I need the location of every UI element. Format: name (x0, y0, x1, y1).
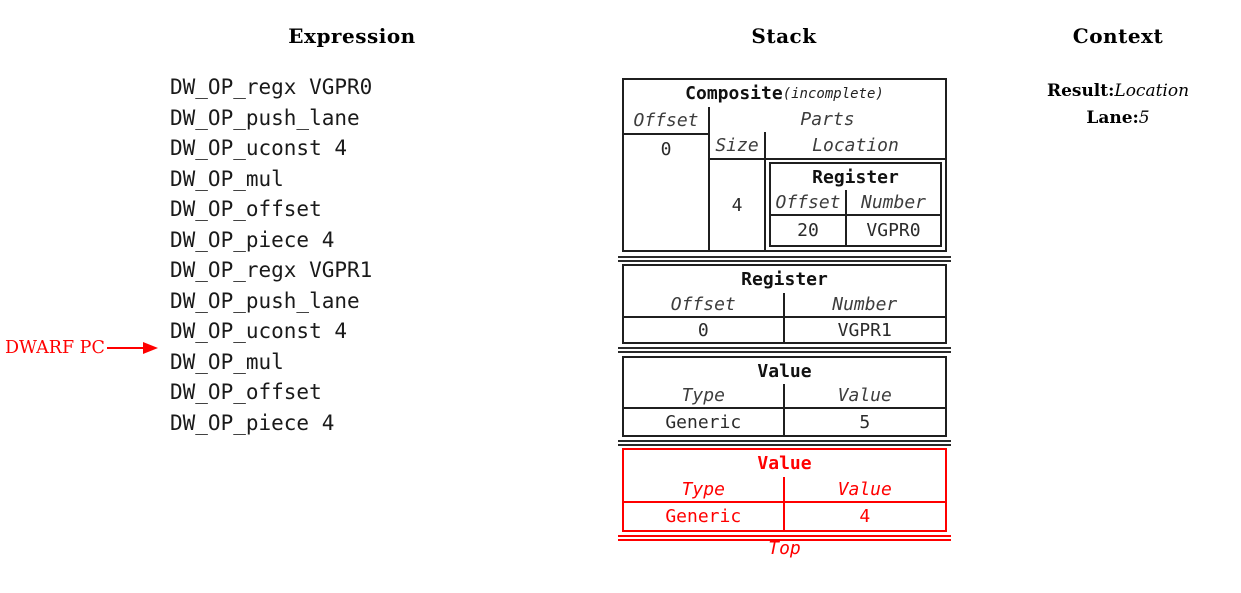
value-title: Value (757, 360, 812, 382)
context-lane-label: Lane: (1086, 108, 1139, 128)
nested-register-value-row: 20 VGPR0 (771, 216, 940, 245)
context-column-header: Context (1072, 24, 1164, 48)
stack-separator (618, 347, 951, 353)
expression-op: DW_OP_piece 4 (170, 411, 335, 436)
stack-separator (618, 440, 951, 446)
context-result-value: Location (1114, 81, 1190, 101)
nested-register-title: Register (812, 166, 899, 188)
nested-register-table: Register Offset Number 20 VGPR0 (769, 162, 942, 247)
stack-separator-top (618, 535, 951, 541)
composite-title: Composite(incomplete) (624, 80, 945, 107)
value-type-header: Type (624, 384, 785, 407)
register-number-value: VGPR1 (837, 319, 892, 341)
expression-column-header: Expression (288, 24, 416, 48)
expression-op: DW_OP_push_lane (170, 105, 360, 130)
value-type-value: Generic (624, 409, 785, 435)
context-lane-line: Lane:5 (1008, 105, 1228, 132)
stack-separator (618, 256, 951, 262)
composite-parts-subheader: Size Location (710, 132, 945, 160)
composite-location-cell: Register Offset Number 20 VGPR0 (766, 160, 945, 250)
composite-title-text: Composite (685, 83, 783, 104)
composite-parts-column: Parts Size Location 4 Register Offset Nu… (710, 107, 945, 250)
composite-location-header: Location (812, 134, 899, 156)
value-value-row: Generic 5 (624, 409, 945, 435)
context-lane-value: 5 (1138, 108, 1150, 128)
register-number-header: Number (832, 294, 898, 315)
expression-op: DW_OP_uconst 4 (170, 136, 348, 161)
expression-op: DW_OP_offset (170, 197, 322, 222)
expression-op: DW_OP_regx VGPR0 (170, 75, 373, 99)
register-offset-header: Offset (624, 293, 785, 316)
value-top-value-header: Value (837, 478, 892, 500)
context-result-line: Result:Location (1008, 78, 1228, 105)
nested-register-header-row: Offset Number (771, 190, 940, 216)
context-result-label: Result: (1046, 81, 1115, 101)
nested-register-number-header: Number (860, 191, 927, 213)
value-top-title: Value (757, 453, 812, 474)
arrow-right-icon (142, 342, 158, 354)
composite-incomplete-flag: (incomplete) (782, 85, 884, 102)
dwarf-pc-arrow-line (106, 346, 143, 350)
composite-offset-header: Offset (624, 107, 708, 135)
expression-op-list: DW_OP_regx VGPR0 DW_OP_push_lane DW_OP_u… (170, 72, 372, 439)
expression-op: DW_OP_mul (170, 349, 284, 374)
dwarf-pc-label: DWARF PC (5, 338, 105, 358)
expression-op: DW_OP_offset (170, 380, 322, 405)
nested-register-offset-header: Offset (771, 190, 847, 214)
expression-op: DW_OP_piece 4 (170, 227, 335, 252)
composite-size-value: 4 (710, 160, 766, 250)
stack-top-label: Top (768, 538, 801, 559)
value-value-header: Value (837, 385, 892, 406)
value-top-type-header: Type (624, 477, 785, 501)
stack-entry-register: Register Offset Number 0 VGPR1 (622, 264, 947, 344)
composite-offset-value: 0 (660, 138, 672, 160)
dwarf-pc-pointer: DWARF PC (5, 337, 158, 359)
nested-register-offset-value: 20 (771, 216, 847, 245)
register-title: Register (741, 269, 828, 290)
value-top-value-row: Generic 4 (624, 503, 945, 530)
expression-op: DW_OP_mul (170, 166, 284, 191)
composite-offset-column: Offset 0 (624, 107, 710, 250)
composite-parts-header: Parts (800, 109, 855, 130)
expression-op: DW_OP_push_lane (170, 288, 360, 313)
register-offset-value: 0 (624, 318, 785, 342)
expression-op: DW_OP_regx VGPR1 (170, 258, 373, 283)
composite-part-row: 4 Register Offset Number 20 VGPR0 (710, 160, 945, 250)
register-header-row: Offset Number (624, 293, 945, 318)
composite-size-header: Size (710, 132, 766, 158)
stack-column-header: Stack (751, 24, 817, 48)
value-top-type-value: Generic (624, 503, 785, 530)
stack-entry-value-top: Value Type Value Generic 4 (622, 448, 947, 532)
context-block: Result:Location Lane:5 (1008, 78, 1228, 132)
expression-op: DW_OP_uconst 4 (170, 319, 348, 344)
value-top-header-row: Type Value (624, 477, 945, 503)
stack-entry-value: Value Type Value Generic 5 (622, 356, 947, 437)
value-value-value: 5 (859, 411, 871, 433)
value-top-value-value: 4 (859, 506, 871, 527)
nested-register-number-value: VGPR0 (866, 220, 921, 241)
value-header-row: Type Value (624, 384, 945, 409)
stack-entry-composite: Composite(incomplete) Offset 0 Parts Siz… (622, 78, 947, 252)
composite-body: Offset 0 Parts Size Location 4 Register … (624, 107, 945, 250)
register-value-row: 0 VGPR1 (624, 318, 945, 342)
